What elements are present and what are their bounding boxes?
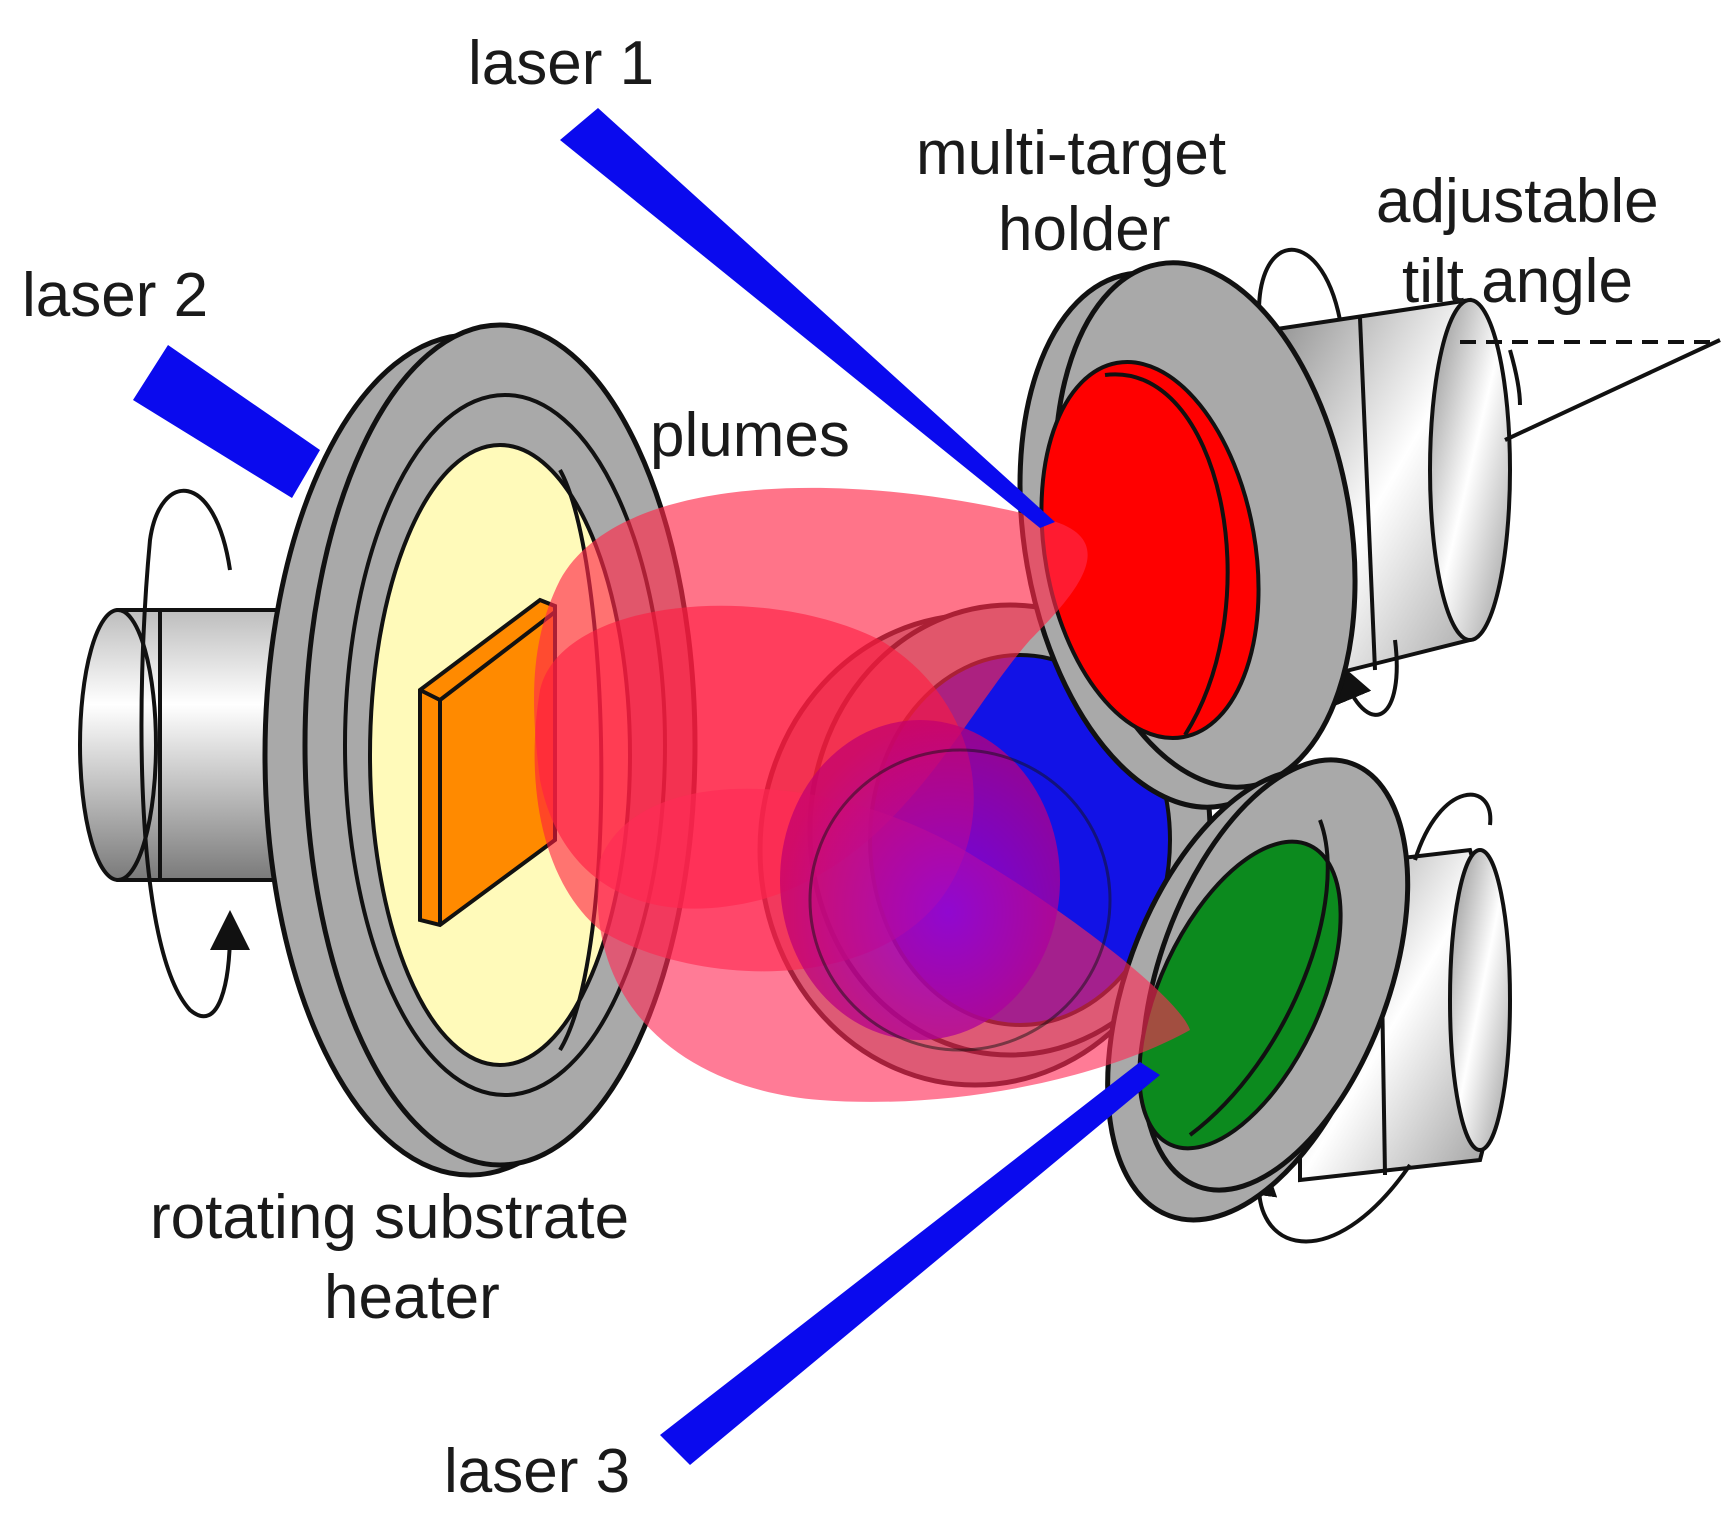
target-green bbox=[1105, 757, 1512, 1244]
target-rotation-arrow bbox=[1257, 247, 1399, 717]
plumes bbox=[534, 487, 1190, 1102]
label-target-holder-line1: multi-target bbox=[916, 119, 1226, 188]
label-tilt-line2: tilt angle bbox=[1402, 247, 1633, 316]
label-tilt-line1: adjustable bbox=[1376, 167, 1659, 236]
laser-1-beam bbox=[560, 108, 1055, 528]
target-red bbox=[1017, 247, 1721, 810]
green-rotation-arrow bbox=[1259, 792, 1493, 1244]
substrate-heater bbox=[78, 322, 698, 1178]
label-heater-line1: rotating substrate bbox=[150, 1183, 629, 1252]
label-laser-3: laser 3 bbox=[444, 1437, 630, 1506]
label-heater-line2: heater bbox=[324, 1263, 500, 1332]
laser-2-beam bbox=[133, 345, 320, 498]
heater-rotation-arrow bbox=[139, 488, 250, 1019]
label-laser-1: laser 1 bbox=[468, 29, 654, 98]
label-target-holder-line2: holder bbox=[998, 195, 1170, 264]
label-plumes: plumes bbox=[650, 401, 850, 470]
laser-3-beam bbox=[660, 1062, 1160, 1465]
label-laser-2: laser 2 bbox=[22, 261, 208, 330]
